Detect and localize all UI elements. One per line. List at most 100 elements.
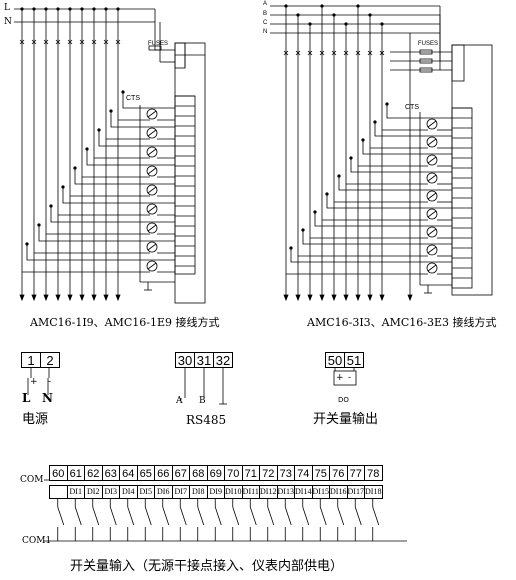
ct-coil-icon <box>426 226 438 238</box>
ct-wire <box>290 248 425 263</box>
di-terminal-71: 71 <box>241 465 260 481</box>
arrow-icon <box>43 294 49 302</box>
arrow-icon <box>91 294 97 302</box>
meter-box <box>174 42 206 304</box>
di-switch-icon <box>179 506 187 526</box>
di-switch-icon <box>144 506 152 526</box>
di-cell-15: DI15 <box>311 485 330 499</box>
dot-icon <box>97 128 101 132</box>
di-switch-icon <box>267 506 275 526</box>
dot-icon <box>121 90 125 94</box>
ct-wire <box>74 168 145 185</box>
ct-coil-icon <box>426 262 438 274</box>
single-phase-wiring-diagram <box>14 7 206 304</box>
ct-wire <box>350 158 425 173</box>
dot-icon <box>284 4 288 8</box>
di-terminal-78: 78 <box>364 465 383 481</box>
ct-wire <box>86 149 145 166</box>
dot-icon <box>116 7 120 11</box>
com-label: COM <box>20 475 44 485</box>
di-terminal-60: 60 <box>49 465 68 481</box>
di-terminal-63: 63 <box>101 465 120 481</box>
dot-icon <box>49 204 53 208</box>
rs485-terminal-32: 32 <box>213 352 233 368</box>
di-switch-icon <box>354 506 362 526</box>
ct-coil-icon <box>426 244 438 256</box>
di-cell-5: DI5 <box>136 485 155 499</box>
rs485-terminal-31: 31 <box>194 352 214 368</box>
ct-coil-icon <box>426 208 438 220</box>
dot-icon <box>80 7 84 11</box>
di-switch-icon <box>249 506 257 526</box>
dot-icon <box>92 7 96 11</box>
di-terminal-73: 73 <box>276 465 295 481</box>
rs485-label-a: A <box>176 396 183 406</box>
rs485-label-b: B <box>199 396 206 406</box>
ct-coil-icon <box>146 203 158 215</box>
dot-icon <box>20 7 24 11</box>
di-terminal-61: 61 <box>66 465 85 481</box>
ct-wire <box>314 212 425 227</box>
ct-coil-icon <box>146 222 158 234</box>
ct-wire <box>110 111 145 128</box>
arrow-icon <box>319 294 325 302</box>
arrow-icon <box>379 294 385 302</box>
di-switch-icon <box>214 506 222 526</box>
dot-icon <box>337 174 341 178</box>
dot-icon <box>289 246 293 250</box>
di-terminal-64: 64 <box>119 465 138 481</box>
ct-wire <box>50 206 145 223</box>
di-cell-8: DI8 <box>189 485 208 499</box>
di-switch-icon <box>74 506 82 526</box>
power-label-l: L <box>22 391 31 405</box>
ct-wire <box>386 104 425 119</box>
di-terminal-77: 77 <box>346 465 365 481</box>
dot-icon <box>37 223 41 227</box>
di-switch-icon <box>372 506 380 526</box>
ct-wire <box>302 230 425 245</box>
dot-icon <box>308 22 312 26</box>
dot-icon <box>296 13 300 17</box>
dot-icon <box>68 7 72 11</box>
ct-coil-icon <box>426 118 438 130</box>
dot-icon <box>356 4 360 8</box>
arrow-icon <box>67 294 73 302</box>
dot-icon <box>349 156 353 160</box>
ct-coil-icon <box>426 172 438 184</box>
do-contact-box <box>333 370 357 386</box>
com1-label: COM1 <box>22 536 52 546</box>
fuse-label-2: FUSES <box>418 41 439 47</box>
di-cell-14: DI14 <box>294 485 313 499</box>
ct-coil-icon <box>426 154 438 166</box>
arrow-icon <box>31 294 37 302</box>
di-cell-18: DI18 <box>364 485 383 499</box>
arrow-icon <box>331 294 337 302</box>
ct-coil-icon <box>426 136 438 148</box>
dot-icon <box>332 13 336 17</box>
ct-label-2: CTS <box>405 104 419 111</box>
power-title: 电源 <box>22 412 49 427</box>
di-switch-icon <box>109 506 117 526</box>
di-switch-icon <box>162 506 170 526</box>
di-terminal-68: 68 <box>189 465 208 481</box>
phase-label-n2: N <box>263 29 268 35</box>
fuse-label: FUSES <box>148 41 169 47</box>
di-cell-11: DI11 <box>241 485 260 499</box>
ct-wire <box>338 176 425 191</box>
di-cell-17: DI17 <box>346 485 365 499</box>
do-terminal-51: 51 <box>344 352 364 368</box>
di-switch-icon <box>127 506 135 526</box>
dot-icon <box>85 147 89 151</box>
di-terminal-65: 65 <box>136 465 155 481</box>
phase-label-a: A <box>263 1 268 7</box>
ct-coil-icon <box>146 241 158 253</box>
di-switch-icon <box>197 506 205 526</box>
do-title: 开关量输出 <box>313 412 379 427</box>
power-terminal-2: 2 <box>40 352 60 368</box>
arrow-icon <box>19 294 25 302</box>
diagram1-caption: AMC16-1I9、AMC16-1E9 接线方式 <box>30 316 220 329</box>
three-phase-wiring-diagram <box>270 4 493 302</box>
dot-icon <box>104 7 108 11</box>
ct-wire <box>374 122 425 137</box>
